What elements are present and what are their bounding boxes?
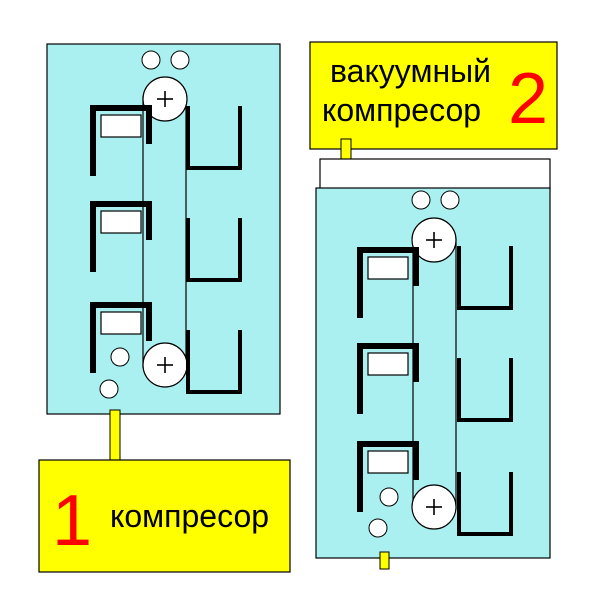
connector-pipe [340,138,352,162]
bubble [99,379,119,399]
compressor-tank [46,43,281,415]
bubble [368,518,388,538]
vacuum-label-line-1: вакуумный [330,53,491,89]
bubble [440,190,460,210]
bubble [110,347,130,367]
bubble [141,50,161,70]
bubble [379,487,399,507]
pulley-bottom [142,342,188,388]
compressor-label-box: 1 компресор [38,459,291,573]
vacuum-compressor-label-box: вакуумный компресор 2 [309,41,558,150]
vacuum-label-line-2: компресор [322,92,481,128]
conveyor-belt [412,238,457,510]
compressor-number: 1 [52,481,92,561]
outlet-pipe [379,551,390,570]
vacuum-compressor-number: 2 [508,59,548,139]
connector-pipe [109,409,121,463]
vacuum-lid [319,158,551,190]
compressor-label: компресор [110,498,269,534]
bubble [170,50,190,70]
pulley-bottom [411,484,457,530]
vacuum-tank [315,187,551,559]
bubble [411,190,431,210]
